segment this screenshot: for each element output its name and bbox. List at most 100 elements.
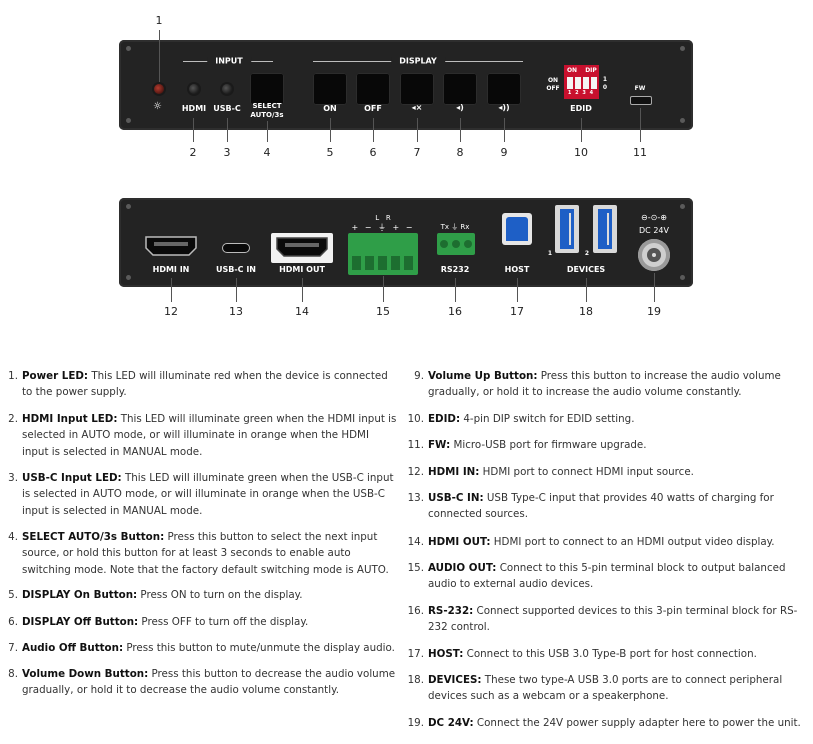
device-port-2-label: 2 (584, 250, 590, 257)
dc-power-jack[interactable] (638, 239, 670, 271)
rs232-pin-labels: Tx ⏚ Rx (440, 223, 470, 231)
callout-line (267, 121, 268, 142)
host-usb-b-port[interactable] (502, 213, 532, 245)
callout-8: 8 (456, 146, 464, 159)
callout-16: 16 (448, 305, 462, 318)
description-item-8: 8.Volume Down Button: Press this button … (8, 668, 396, 697)
audio-lr-label: L R (375, 214, 391, 222)
callout-line (517, 278, 518, 302)
display-header: DISPLAY (391, 56, 445, 66)
callout-line (227, 118, 228, 142)
input-header: INPUT (207, 56, 251, 66)
callout-3: 3 (223, 146, 231, 159)
usbc-led (222, 84, 232, 94)
callout-line (640, 108, 641, 142)
description-item-11: 11.FW: Micro-USB port for firmware upgra… (407, 439, 647, 451)
dc-polarity-symbol: ⊖-⊙-⊕ (641, 213, 667, 222)
dip-switch-2[interactable] (575, 77, 581, 89)
power-icon: ☼ (153, 101, 162, 112)
callout-line (586, 278, 587, 302)
display-on-label: ON (323, 104, 337, 113)
hdmi-led-label: HDMI (181, 104, 207, 113)
callout-line (460, 118, 461, 142)
callout-1: 1 (155, 14, 163, 27)
description-item-13: 13.USB-C IN: USB Type-C input that provi… (407, 492, 774, 521)
devices-usb-a-port-2[interactable] (593, 205, 617, 253)
dip-0-label: 0 (602, 84, 608, 91)
description-item-3: 3.USB-C Input LED: This LED will illumin… (8, 472, 394, 517)
callout-15: 15 (376, 305, 390, 318)
description-item-1: 1.Power LED: This LED will illuminate re… (8, 370, 388, 399)
description-item-6: 6.DISPLAY Off Button: Press OFF to turn … (8, 616, 309, 628)
usbc-in-port[interactable] (222, 243, 250, 253)
callout-2: 2 (189, 146, 197, 159)
usbc-led-label: USB-C (213, 104, 241, 113)
dip-on-top-label: ON (566, 67, 578, 74)
dip-off-label: OFF (546, 85, 560, 92)
mute-icon: ◂× (411, 103, 423, 112)
usbc-in-label: USB-C IN (215, 265, 257, 274)
dip-dip-label: DIP (585, 67, 597, 74)
dip-numbers: 1 2 3 4 (567, 90, 595, 96)
devices-usb-a-port-1[interactable] (555, 205, 579, 253)
description-item-4: 4.SELECT AUTO/3s Button: Press this butt… (8, 531, 389, 576)
description-item-9: 9.Volume Up Button: Press this button to… (414, 370, 781, 399)
volume-down-button[interactable] (443, 73, 477, 105)
rs232-screw (440, 240, 448, 248)
callout-line (581, 118, 582, 142)
description-item-2: 2.HDMI Input LED: This LED will illumina… (8, 413, 397, 458)
hdmi-out-port[interactable] (276, 237, 328, 257)
callout-line (383, 276, 384, 302)
audio-pin-labels: + − ⏚ + − (351, 223, 415, 232)
screw (126, 118, 131, 123)
volume-up-icon: ◂)) (498, 103, 510, 112)
screw (680, 275, 685, 280)
callout-14: 14 (295, 305, 309, 318)
screw (680, 204, 685, 209)
audio-mute-button[interactable] (400, 73, 434, 105)
description-item-18: 18.DEVICES: These two type-A USB 3.0 por… (407, 674, 783, 703)
device-port-1-label: 1 (547, 250, 553, 257)
callout-line (193, 118, 194, 142)
callout-10: 10 (574, 146, 588, 159)
dip-1-label: 1 (602, 76, 608, 83)
callout-line (373, 118, 374, 142)
dip-on-label: ON (547, 77, 559, 84)
select-label-line2: AUTO/3s (250, 111, 284, 119)
dip-switch-3[interactable] (583, 77, 589, 89)
hdmi-in-label: HDMI IN (152, 265, 190, 274)
callout-line (236, 278, 237, 302)
description-item-10: 10.EDID: 4-pin DIP switch for EDID setti… (407, 413, 635, 425)
audio-terminal-pin (391, 256, 400, 270)
devices-label: DEVICES (566, 265, 606, 274)
callout-13: 13 (229, 305, 243, 318)
callout-line (330, 118, 331, 142)
volume-up-button[interactable] (487, 73, 521, 105)
dc-label: DC 24V (639, 226, 669, 235)
audio-terminal-pin (404, 256, 413, 270)
rs232-label: RS232 (440, 265, 470, 274)
dip-switch-1[interactable] (567, 77, 573, 89)
callout-line (171, 278, 172, 302)
callout-11: 11 (633, 146, 647, 159)
hdmi-in-port[interactable] (145, 236, 197, 256)
dip-switch-4[interactable] (591, 77, 597, 89)
hdmi-led (189, 84, 199, 94)
select-auto-button[interactable] (250, 73, 284, 105)
display-off-button[interactable] (356, 73, 390, 105)
screw (126, 204, 131, 209)
callout-19: 19 (647, 305, 661, 318)
description-item-15: 15.AUDIO OUT: Connect to this 5-pin term… (407, 562, 786, 591)
fw-micro-usb-port[interactable] (630, 96, 652, 105)
rs232-screw (452, 240, 460, 248)
volume-down-icon: ◂) (456, 103, 464, 112)
rs232-screw (464, 240, 472, 248)
power-led (154, 84, 164, 94)
callout-line (417, 118, 418, 142)
callout-7: 7 (413, 146, 421, 159)
display-on-button[interactable] (313, 73, 347, 105)
callout-line (504, 118, 505, 142)
screw (126, 46, 131, 51)
audio-terminal-pin (378, 256, 387, 270)
description-item-12: 12.HDMI IN: HDMI port to connect HDMI in… (407, 466, 694, 478)
